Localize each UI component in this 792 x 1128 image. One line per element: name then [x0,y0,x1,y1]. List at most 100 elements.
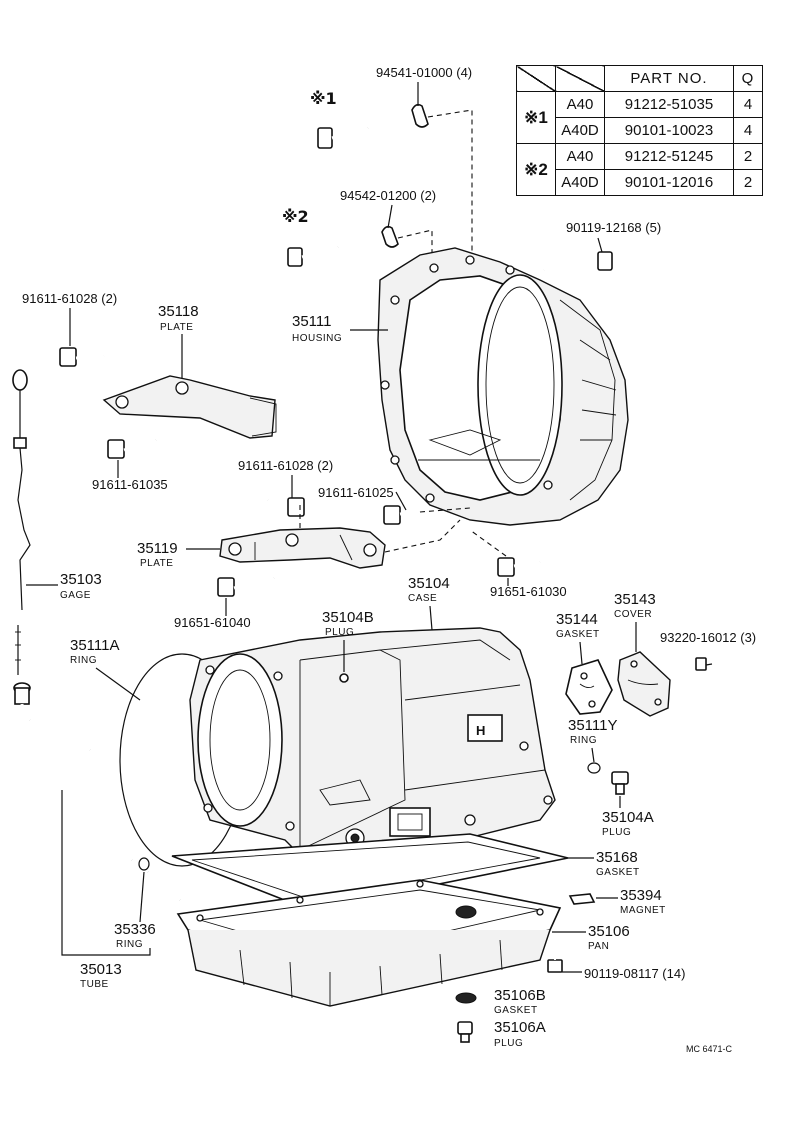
label-35143-name: COVER [614,609,652,620]
gasket-35144 [565,659,613,715]
label-94541: 94541-01000 (4) [376,65,472,80]
ring-35336 [138,857,182,902]
gasket-35106B [455,992,477,1004]
mark-1: ※1 [310,89,337,108]
plate-35118 [102,375,277,439]
label-35106B: 35106B [494,987,546,1004]
table-header-qty: Q [733,65,763,92]
label-35111Y: 35111Y [568,717,618,734]
label-35394-name: MAGNET [620,905,666,916]
label-90119-08117: 90119-08117 (14) [584,966,685,981]
label-91651-61040: 91651-61040 [174,615,251,630]
table-model: A40D [555,169,605,196]
bolt-91651-61030 [497,557,541,577]
bolt-90119-12168 [543,251,613,272]
table-model: A40 [555,91,605,118]
table-row: ※2 A40 91212-51245 2 [516,143,763,196]
label-35104B-name: PLUG [325,627,354,638]
label-35104B: 35104B [322,609,374,626]
bolt-91651-61040 [217,576,275,597]
clip-94542 [381,225,399,248]
label-35118-name: PLATE [160,322,193,333]
table-header-part-no: PART NO. [604,65,734,92]
table-row: ※1 A40 91212-51035 4 [516,91,763,144]
label-35336: 35336 [114,921,156,938]
label-35111A: 35111A [70,637,120,654]
table-group-mark: ※2 [516,143,556,196]
label-35118: 35118 [158,303,199,320]
label-91611-61035: 91611-61035 [92,477,168,492]
bolt-90119-08117 [547,944,563,973]
parts-table: PART NO. Q ※1 A40 91212-51035 4 A40D 901… [516,65,763,196]
mark-2: ※2 [282,207,309,226]
label-90119-12168: 90119-12168 (5) [566,220,661,235]
svg-text:H: H [476,723,485,738]
bolt-91611-61028-mid [267,497,305,517]
ring-35111Y [587,762,601,774]
bolt-mark2 [287,245,339,267]
label-35104-name: CASE [408,593,437,604]
table-qty: 4 [733,117,763,144]
label-35104: 35104 [408,575,450,592]
bolt-91611-61028-top [59,347,105,367]
magnet-35394 [568,893,596,905]
table-part-no: 90101-10023 [604,117,734,144]
label-35106A: 35106A [494,1019,546,1036]
label-35106A-name: PLUG [494,1038,523,1049]
label-35013: 35013 [80,961,122,978]
figure-code: MC 6471-C [686,1044,733,1054]
gage-35103 [12,369,31,675]
housing-35111 [377,247,629,526]
label-35104A: 35104A [602,809,654,826]
label-35144: 35144 [556,611,598,628]
label-35103: 35103 [60,571,102,588]
label-35168-name: GASKET [596,867,640,878]
plug-35104A [611,771,629,795]
bolt-mark1 [317,126,369,149]
plug-35106A [457,1021,473,1043]
clip-94541 [411,103,429,128]
label-35111Y-name: RING [570,735,597,746]
table-qty: 2 [733,143,763,170]
tube-35013 [13,682,134,861]
table-group-mark: ※1 [516,91,556,144]
table-row: A40D 90101-12016 2 [517,169,763,196]
label-94542: 94542-01200 (2) [340,188,436,203]
case-35104: H [189,627,556,861]
label-35119: 35119 [137,540,178,557]
table-qty: 2 [733,169,763,196]
label-93220-16012: 93220-16012 (3) [660,630,756,645]
label-35104A-name: PLUG [602,827,631,838]
label-35119-name: PLATE [140,558,173,569]
label-91651-61030: 91651-61030 [490,584,567,599]
label-35111A-name: RING [70,655,97,666]
label-91611-61028-top: 91611-61028 (2) [22,291,117,306]
label-35111: 35111 [292,313,332,330]
plate-35119 [219,527,386,569]
label-35013-name: TUBE [80,979,109,990]
label-35111-name: HOUSING [292,333,342,344]
label-35394: 35394 [620,887,662,904]
label-35106: 35106 [588,923,630,940]
label-35106-name: PAN [588,941,609,952]
table-header-blank-2 [555,65,605,92]
bolt-91611-61035 [107,438,157,459]
label-35168: 35168 [596,849,638,866]
table-header-row: PART NO. Q [516,65,763,92]
cover-35143 [617,651,671,717]
label-91611-61028-mid: 91611-61028 (2) [238,458,333,473]
table-part-no: 90101-12016 [604,169,734,196]
table-qty: 4 [733,91,763,118]
table-model: A40 [555,143,605,170]
bolt-93220-16012 [695,657,713,671]
label-35336-name: RING [116,939,143,950]
pan-35106 [176,879,562,1007]
bolt-91611-61025 [383,505,421,525]
label-35144-name: GASKET [556,629,600,640]
label-35143: 35143 [614,591,656,608]
label-35103-name: GAGE [60,590,91,601]
table-part-no: 91212-51245 [604,143,734,170]
table-header-blank-1 [516,65,556,92]
table-part-no: 91212-51035 [604,91,734,118]
